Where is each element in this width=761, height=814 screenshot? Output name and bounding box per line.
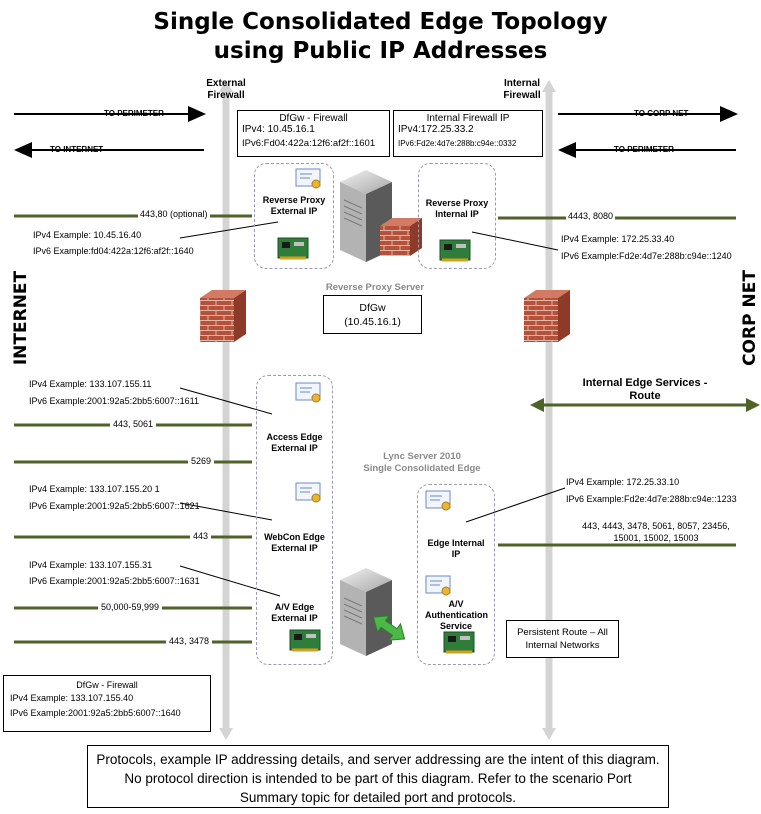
to-corp-net-label: TO CORP NET bbox=[634, 109, 689, 118]
corp-net-side-label: CORP NET bbox=[739, 270, 760, 366]
access-edge-port-1: 443, 5061 bbox=[110, 419, 157, 429]
internal-edge-services-line2: Route bbox=[629, 390, 661, 402]
reverse-proxy-external-nic-box bbox=[254, 163, 334, 269]
reverse-proxy-external-label: Reverse Proxy External IP bbox=[262, 195, 326, 216]
certificate-icon-rp-external bbox=[295, 168, 321, 189]
edge-external-nic-box bbox=[256, 375, 333, 665]
page-title: Single Consolidated Edge Topology using … bbox=[0, 8, 761, 66]
av-edge-label: A/V Edge External IP bbox=[271, 602, 318, 623]
external-firewall-label-line1: External bbox=[206, 78, 246, 89]
rp-internal-ipv4: IPv4 Example: 172.25.33.40 bbox=[561, 234, 675, 244]
edge-internal-ports: 443, 4443, 3478, 5061, 8057, 23456, 1500… bbox=[556, 520, 756, 544]
reverse-proxy-internal-nic-box bbox=[418, 163, 496, 269]
rp-internal-port-label: 4443, 8080 bbox=[566, 211, 616, 221]
dfgw-firewall-top-box: DfGw - Firewall IPv4: 10.45.16.1 IPv6:Fd… bbox=[237, 110, 390, 157]
internal-edge-services-line1: Internal Edge Services - bbox=[582, 377, 708, 389]
av-edge-port-2: 443, 3478 bbox=[166, 636, 213, 646]
reverse-proxy-small-firewall-icon bbox=[380, 218, 422, 256]
to-internet-label: TO INTERNET bbox=[50, 145, 104, 154]
edge-internal-ports-line2: 15001, 15002, 15003 bbox=[613, 533, 699, 543]
dfgw-firewall-top-ipv6: IPv6:Fd04:422a:12f6:af2f::1601 bbox=[242, 138, 376, 149]
reverse-proxy-server-title: Reverse Proxy Server bbox=[325, 282, 425, 293]
edge-server-title-line1: Lync Server 2010 bbox=[383, 451, 461, 462]
webcon-edge-label: WebCon Edge External IP bbox=[264, 532, 325, 553]
edge-server-title: Lync Server 2010 Single Consolidated Edg… bbox=[342, 451, 502, 475]
persistent-route-line1: Persistent Route – All bbox=[517, 627, 608, 638]
dfgw-firewall-bottom-title: DfGw - Firewall bbox=[76, 680, 138, 690]
footnote-box: Protocols, example IP addressing details… bbox=[87, 745, 669, 808]
internal-brick-firewall-icon bbox=[524, 290, 570, 342]
internet-side-label: INTERNET bbox=[11, 270, 32, 366]
network-card-icon-av-auth bbox=[443, 631, 475, 654]
internal-firewall-label: Internal Firewall bbox=[477, 78, 567, 102]
to-perimeter-left-label: TO PERIMETER bbox=[104, 109, 164, 118]
access-edge-label: Access Edge External IP bbox=[266, 432, 323, 453]
edge-server-icon bbox=[340, 568, 392, 656]
certificate-icon-access bbox=[295, 382, 321, 403]
av-edge-ipv6: IPv6 Example:2001:92a5:2bb5:6007::1631 bbox=[29, 576, 200, 586]
rp-external-ipv6: IPv6 Example:fd04:422a:12f6:af2f::1640 bbox=[33, 246, 194, 256]
edge-internal-ports-line1: 443, 4443, 3478, 5061, 8057, 23456, bbox=[582, 521, 730, 531]
edge-route-green-arrow-icon bbox=[372, 615, 406, 641]
network-card-icon-av bbox=[289, 629, 321, 652]
av-auth-service-label: A/V Authentication Service bbox=[425, 599, 488, 631]
edge-internal-nic-box bbox=[417, 484, 495, 665]
internal-firewall-label-line2: Firewall bbox=[503, 90, 541, 101]
persistent-route-box: Persistent Route – All Internal Networks bbox=[506, 620, 619, 658]
title-line-1: Single Consolidated Edge Topology bbox=[153, 9, 608, 35]
external-firewall-label-line2: Firewall bbox=[207, 90, 245, 101]
dfgw-firewall-bottom-box: DfGw - Firewall IPv4 Example: 133.107.15… bbox=[3, 675, 211, 732]
dfgw-firewall-top-ipv4: IPv4: 10.45.16.1 bbox=[242, 124, 315, 135]
footnote-text: Protocols, example IP addressing details… bbox=[96, 752, 660, 805]
access-edge-port-2: 5269 bbox=[188, 456, 215, 466]
webcon-edge-ipv4: IPv4 Example: 133.107.155.20 1 bbox=[29, 484, 160, 494]
certificate-icon-av-auth bbox=[425, 575, 451, 596]
persistent-route-line2: Internal Networks bbox=[525, 640, 600, 651]
edge-internal-ipv4: IPv4 Example: 172.25.33.10 bbox=[566, 477, 680, 487]
to-perimeter-right-label: TO PERIMETER bbox=[614, 145, 674, 154]
internal-firewall-label-line1: Internal bbox=[503, 78, 541, 89]
dfgw-firewall-bottom-ipv4: IPv4 Example: 133.107.155.40 bbox=[10, 693, 134, 703]
internal-edge-services-label: Internal Edge Services - Route bbox=[556, 377, 734, 403]
network-card-icon-rp-internal bbox=[439, 239, 471, 262]
dfgw-box: DfGw (10.45.16.1) bbox=[323, 295, 422, 334]
internal-firewall-ip-title: Internal Firewall IP bbox=[426, 113, 510, 124]
rp-internal-ipv6: IPv6 Example:Fd2e:4d7e:288b:c94e::1240 bbox=[561, 251, 732, 261]
internal-edge-route-arrow bbox=[530, 398, 760, 412]
external-brick-firewall-icon bbox=[200, 290, 246, 342]
title-line-2: using Public IP Addresses bbox=[213, 38, 548, 64]
external-firewall-label: External Firewall bbox=[181, 78, 271, 102]
certificate-icon-edge-internal bbox=[425, 490, 451, 511]
webcon-edge-port: 443 bbox=[190, 531, 212, 541]
dfgw-box-title: DfGw bbox=[359, 302, 386, 314]
edge-internal-ipv6: IPv6 Example:Fd2e:4d7e:288b:c94e::1233 bbox=[566, 494, 737, 504]
certificate-icon-webcon bbox=[295, 482, 321, 503]
rp-external-port-label: 443,80 (optional) bbox=[138, 209, 210, 219]
dfgw-box-ip: (10.45.16.1) bbox=[344, 316, 401, 328]
dfgw-firewall-top-title: DfGw - Firewall bbox=[279, 113, 348, 124]
internal-firewall-ip-box: Internal Firewall IP IPv4:172.25.33.2 IP… bbox=[393, 110, 543, 157]
external-firewall-line bbox=[219, 80, 233, 740]
reverse-proxy-server-icon bbox=[340, 170, 392, 262]
edge-internal-label: Edge Internal IP bbox=[427, 538, 485, 559]
av-edge-port-1: 50,000-59,999 bbox=[98, 602, 163, 612]
av-edge-ipv4: IPv4 Example: 133.107.155.31 bbox=[29, 560, 153, 570]
reverse-proxy-internal-label: Reverse Proxy Internal IP bbox=[425, 198, 489, 219]
rp-external-ipv4: IPv4 Example: 10.45.16.40 bbox=[33, 230, 142, 240]
internal-firewall-ip-ipv4: IPv4:172.25.33.2 bbox=[398, 124, 474, 135]
network-card-icon-rp-external bbox=[277, 237, 309, 260]
edge-server-title-line2: Single Consolidated Edge bbox=[363, 463, 481, 474]
webcon-edge-ipv6: IPv6 Example:2001:92a5:2bb5:6007::1621 bbox=[29, 501, 200, 511]
internal-firewall-ip-ipv6: IPv6:Fd2e:4d7e:288b:c94e::0332 bbox=[398, 139, 517, 148]
access-edge-ipv6: IPv6 Example:2001:92a5:2bb5:6007::1611 bbox=[29, 396, 199, 406]
dfgw-firewall-bottom-ipv6: IPv6 Example:2001:92a5:2bb5:6007::1640 bbox=[10, 708, 181, 718]
access-edge-ipv4: IPv4 Example: 133.107.155.11 bbox=[29, 379, 152, 389]
